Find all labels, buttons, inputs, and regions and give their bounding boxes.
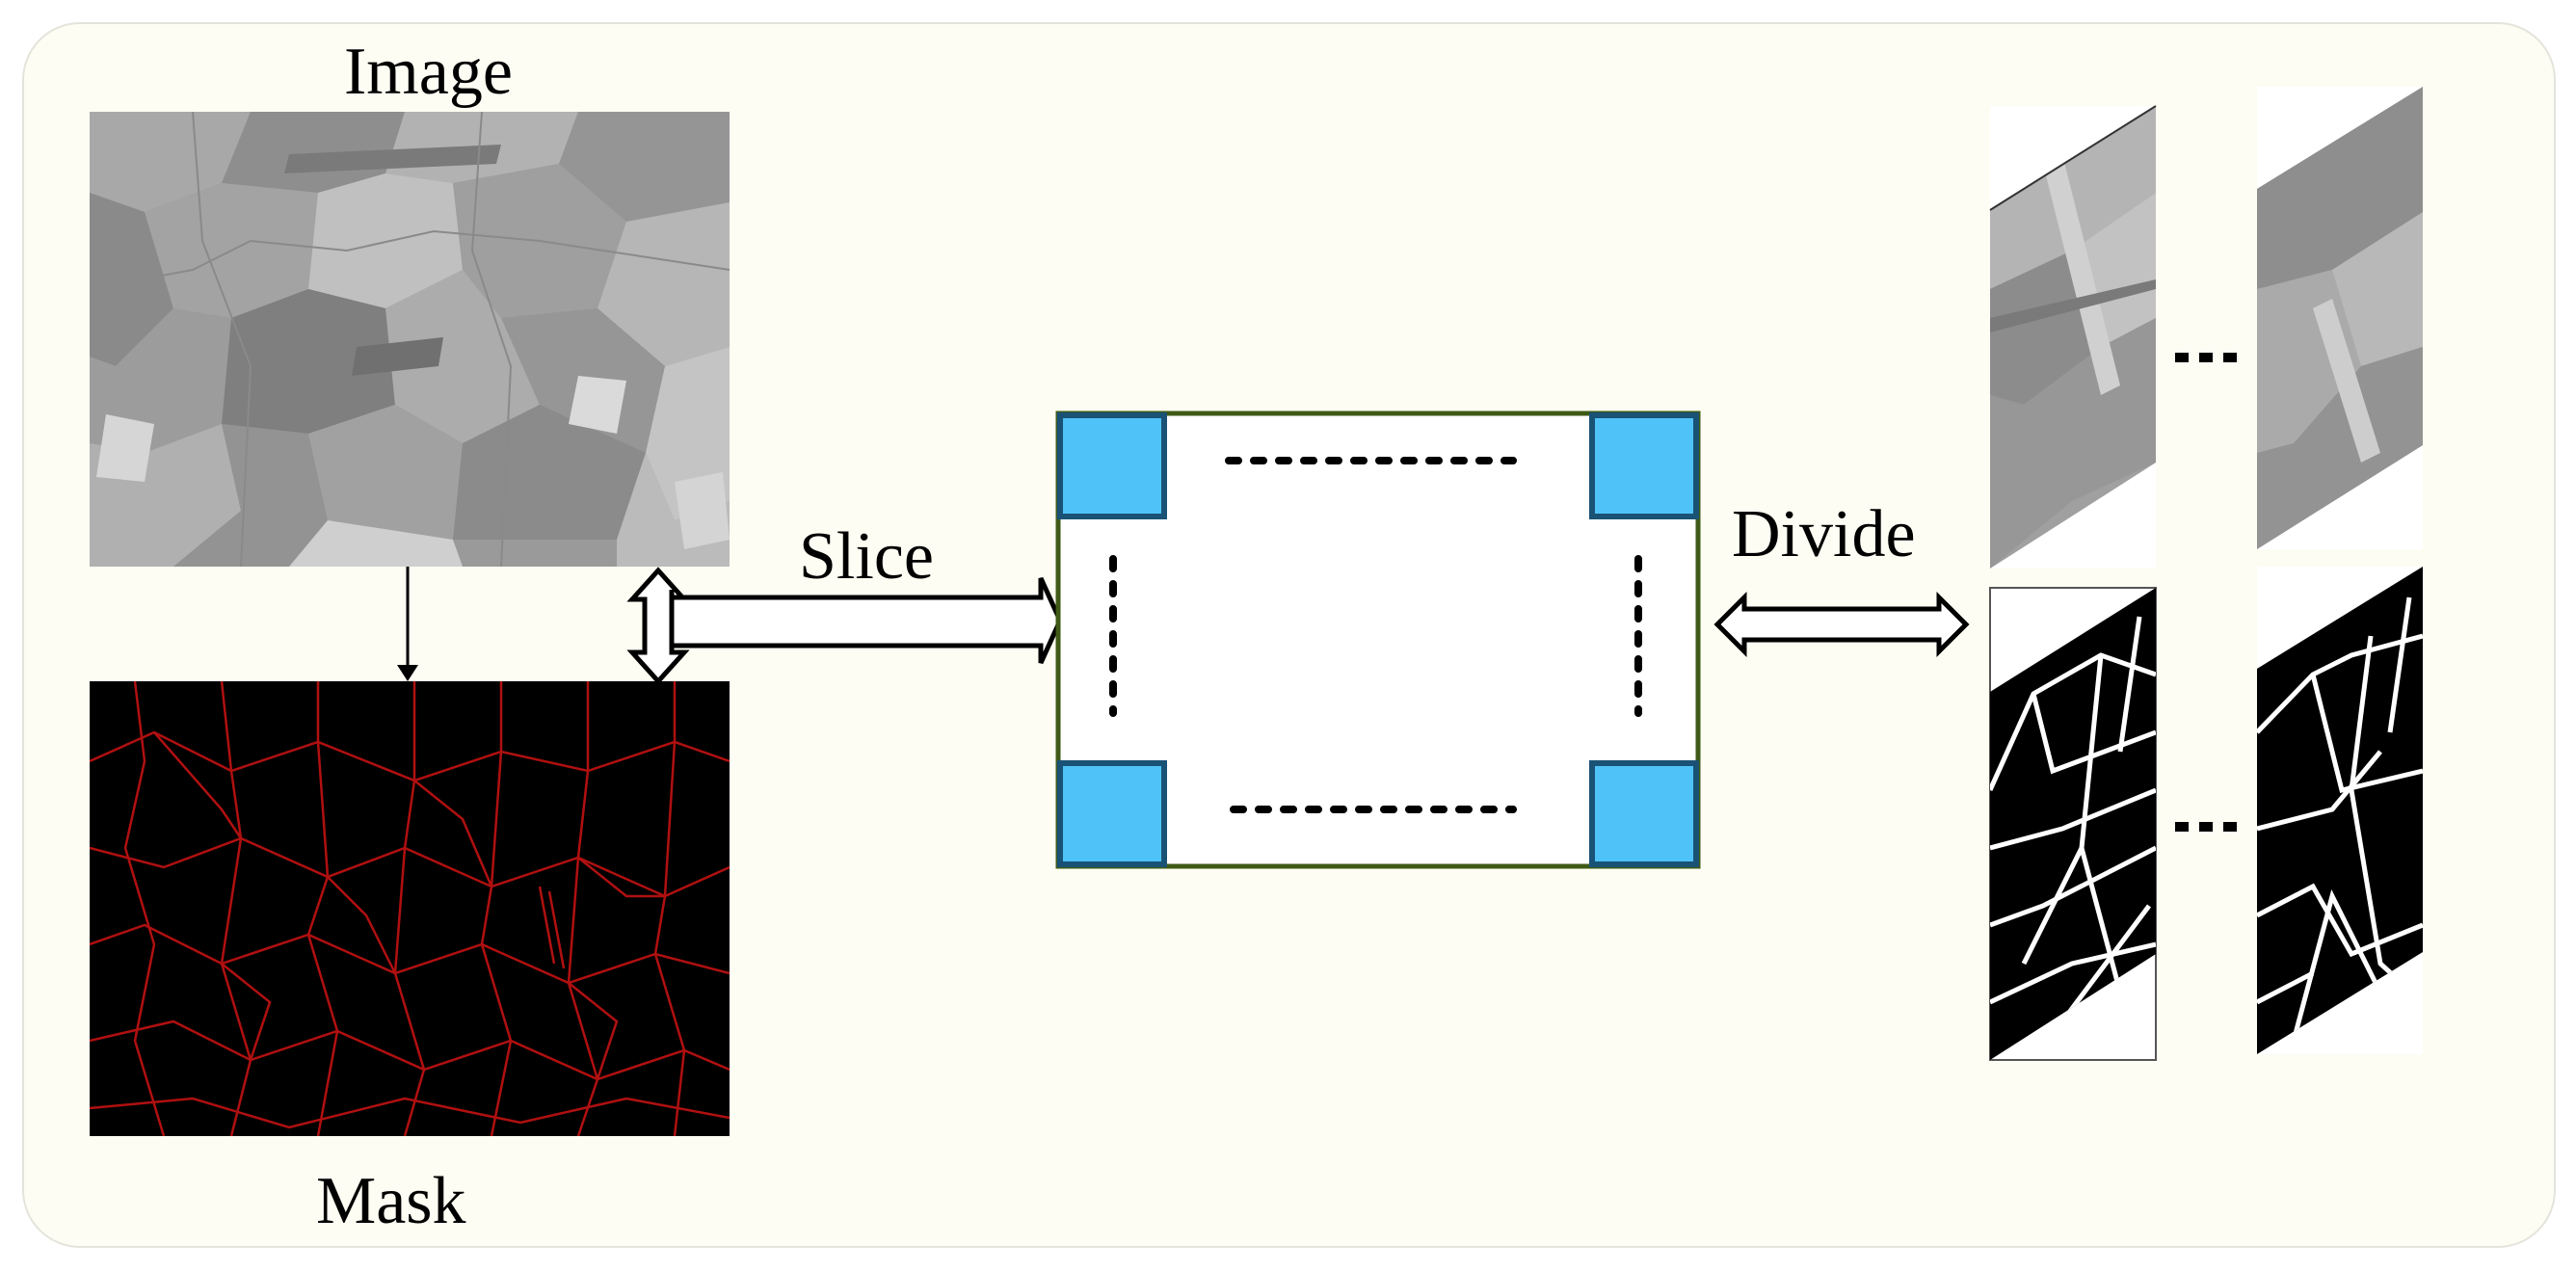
down-arrow-icon <box>397 567 418 681</box>
patch-image-2 <box>2257 87 2423 549</box>
corner-tile-bottom-right <box>1589 760 1699 867</box>
ellipsis-dots-icon <box>2175 353 2237 832</box>
mask-image <box>90 681 730 1136</box>
patch-mask-2 <box>2257 567 2423 1054</box>
divide-label: Divide <box>1732 497 1916 571</box>
patch-mask-1 <box>1989 587 2157 1061</box>
slice-label: Slice <box>799 519 934 594</box>
patch-image-1 <box>1989 105 2157 569</box>
corner-tile-top-right <box>1589 412 1699 519</box>
slice-frame <box>1055 410 1701 869</box>
micrograph-image <box>90 112 730 567</box>
mask-label: Mask <box>316 1164 466 1238</box>
corner-tile-top-left <box>1057 412 1167 519</box>
divide-double-arrow-icon <box>1713 591 1970 658</box>
ellipsis-dots-icon <box>1109 457 1642 813</box>
corner-tile-bottom-left <box>1057 760 1167 867</box>
image-label: Image <box>344 35 513 109</box>
